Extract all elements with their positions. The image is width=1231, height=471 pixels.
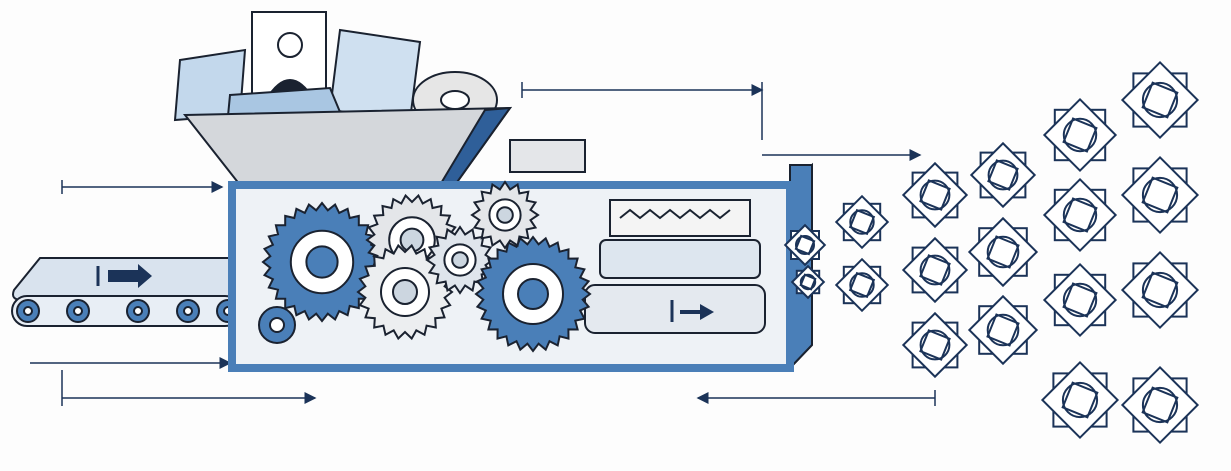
star-pattern-output xyxy=(783,60,1200,445)
machine-housing xyxy=(228,162,813,372)
star-shape-icon xyxy=(1120,60,1200,140)
conveyor-belt-icon xyxy=(11,257,241,327)
star-shape-icon xyxy=(1120,155,1200,235)
hopper-icon xyxy=(173,11,586,186)
star-shape-icon xyxy=(1040,360,1120,440)
star-shape-icon xyxy=(783,223,827,267)
star-shape-icon xyxy=(969,141,1037,209)
star-shape-icon xyxy=(1120,250,1200,330)
star-shape-icon xyxy=(834,194,890,250)
star-shape-icon xyxy=(901,161,969,229)
star-shape-icon xyxy=(901,236,969,304)
star-shape-icon xyxy=(1120,365,1200,445)
star-shape-icon xyxy=(834,257,890,313)
roller-icon xyxy=(584,284,766,334)
star-shape-icon xyxy=(1042,177,1118,253)
star-shape-icon xyxy=(1042,262,1118,338)
star-shape-icon xyxy=(1042,97,1118,173)
star-shape-icon xyxy=(790,264,826,300)
dimension-arrows xyxy=(30,82,936,406)
star-shape-icon xyxy=(901,311,969,379)
document-icon xyxy=(328,28,422,122)
star-shape-icon xyxy=(967,216,1039,288)
star-shape-icon xyxy=(967,294,1039,366)
